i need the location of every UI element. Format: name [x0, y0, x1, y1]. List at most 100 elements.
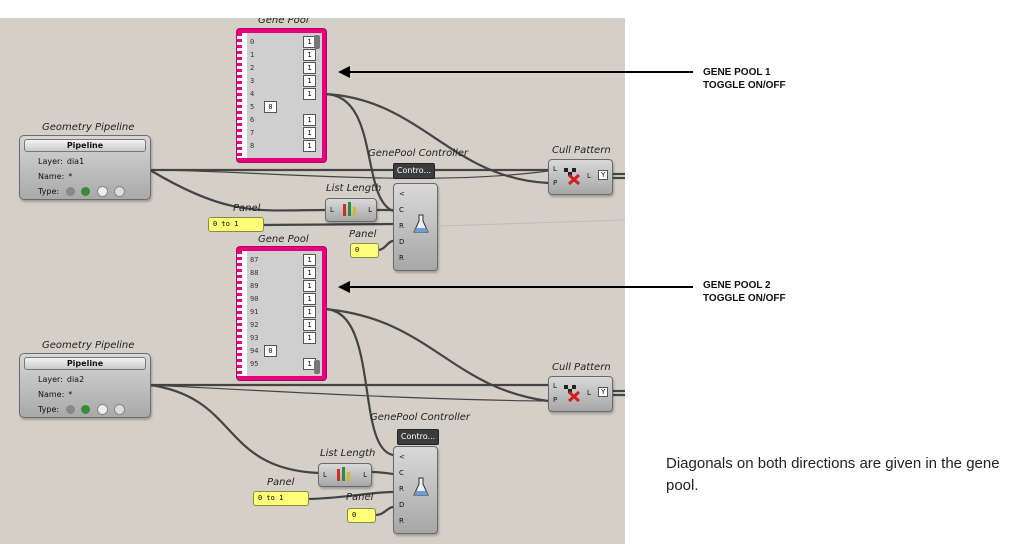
mesh-type-icon[interactable] — [114, 404, 126, 415]
point-type-icon[interactable] — [65, 405, 75, 414]
gene-pool-1-scrollbar[interactable] — [314, 35, 320, 49]
controller-1-button[interactable]: Contro... — [393, 163, 435, 179]
pin-label: < — [399, 453, 405, 461]
note-gene-pool-1: GENE POOL 1 TOGGLE ON/OFF — [703, 66, 786, 92]
gene-pool-2-scrollbar[interactable] — [314, 360, 320, 374]
pin-label: L — [330, 206, 334, 214]
pin-label: Y — [598, 387, 609, 397]
surface-type-icon[interactable] — [96, 404, 108, 415]
genepool-controller-1[interactable]: < C R D R — [393, 183, 438, 271]
pipeline-header: Pipeline — [24, 139, 146, 152]
type-row[interactable]: Type: — [20, 402, 150, 417]
name-value[interactable]: * — [68, 172, 73, 181]
cull-pattern-1[interactable]: L P L Y — [548, 159, 613, 195]
name-row[interactable]: Name:* — [38, 172, 73, 181]
gene-pool-1-input-edge — [237, 33, 242, 158]
panel-zero-2-title: Panel — [346, 492, 374, 503]
cull-pattern-2[interactable]: L P L Y — [548, 376, 613, 412]
note-2-line-2: TOGGLE ON/OFF — [703, 293, 786, 304]
pin-label: P — [553, 179, 558, 187]
arrowhead-gene-pool-2 — [338, 281, 350, 293]
panel-range-1-title: Panel — [233, 203, 261, 214]
layer-value[interactable]: dia2 — [66, 375, 85, 384]
point-type-icon[interactable] — [65, 187, 75, 196]
gene-pool-2-title: Gene Pool — [258, 234, 309, 245]
geometry-pipeline-2-title: Geometry Pipeline — [42, 340, 135, 351]
panel-zero-2[interactable]: 0 — [347, 508, 376, 523]
pin-label: R — [399, 517, 404, 525]
pin-label: C — [399, 206, 404, 214]
flask-icon — [413, 214, 429, 233]
geometry-pipeline-1-title: Geometry Pipeline — [42, 122, 135, 133]
pin-label: L — [587, 172, 591, 180]
curve-type-icon[interactable] — [81, 405, 91, 414]
list-length-2-title: List Length — [320, 448, 376, 459]
layer-row[interactable]: Layer:dia1 — [38, 157, 85, 166]
pin-label: L — [368, 206, 372, 214]
geometry-pipeline-2[interactable]: Pipeline Layer:dia2 Name:* Type: — [19, 353, 151, 418]
genepool-controller-2-title: GenePool Controller — [370, 412, 471, 423]
name-row[interactable]: Name:* — [38, 390, 73, 399]
panel-range-2-title: Panel — [267, 477, 295, 488]
name-value[interactable]: * — [68, 390, 73, 399]
pipeline-header: Pipeline — [24, 357, 146, 370]
cull-pattern-icon — [564, 168, 581, 185]
note-gene-pool-2: GENE POOL 2 TOGGLE ON/OFF — [703, 279, 786, 305]
pin-label: D — [399, 501, 405, 509]
pin-label: R — [399, 254, 404, 262]
pin-label: Y — [598, 170, 609, 180]
pin-label: L — [363, 471, 367, 479]
pin-label: L — [553, 165, 557, 173]
wire-layer — [149, 92, 625, 517]
surface-type-icon[interactable] — [96, 186, 108, 197]
curve-type-icon[interactable] — [81, 187, 91, 196]
pin-label: < — [399, 190, 405, 198]
pin-label: R — [399, 485, 404, 493]
list-length-1-title: List Length — [326, 183, 382, 194]
type-row[interactable]: Type: — [20, 184, 150, 199]
panel-zero-1[interactable]: 0 — [350, 243, 379, 258]
mesh-type-icon[interactable] — [114, 186, 126, 197]
cull-pattern-icon — [564, 385, 581, 402]
pin-label: L — [323, 471, 327, 479]
gene-pool-2-input-edge — [237, 251, 242, 376]
genepool-controller-1-title: GenePool Controller — [368, 148, 469, 159]
note-1-line-2: TOGGLE ON/OFF — [703, 80, 786, 91]
geometry-pipeline-1[interactable]: Pipeline Layer:dia1 Name:* Type: — [19, 135, 151, 200]
list-length-icon — [343, 202, 356, 216]
pin-label: L — [553, 382, 557, 390]
note-2-line-1: GENE POOL 2 — [703, 280, 771, 291]
arrowhead-gene-pool-1 — [338, 66, 350, 78]
panel-range-1[interactable]: 0 to 1 — [208, 217, 264, 232]
list-length-1[interactable]: L L — [325, 198, 377, 222]
controller-2-button[interactable]: Contro... — [397, 429, 439, 445]
pin-label: R — [399, 222, 404, 230]
panel-range-2[interactable]: 0 to 1 — [253, 491, 309, 506]
layer-value[interactable]: dia1 — [66, 157, 85, 166]
genepool-controller-2[interactable]: < C R D R — [393, 446, 438, 534]
list-length-2[interactable]: L L — [318, 463, 372, 487]
arrow-gene-pool-1 — [348, 71, 693, 73]
layer-row[interactable]: Layer:dia2 — [38, 375, 85, 384]
